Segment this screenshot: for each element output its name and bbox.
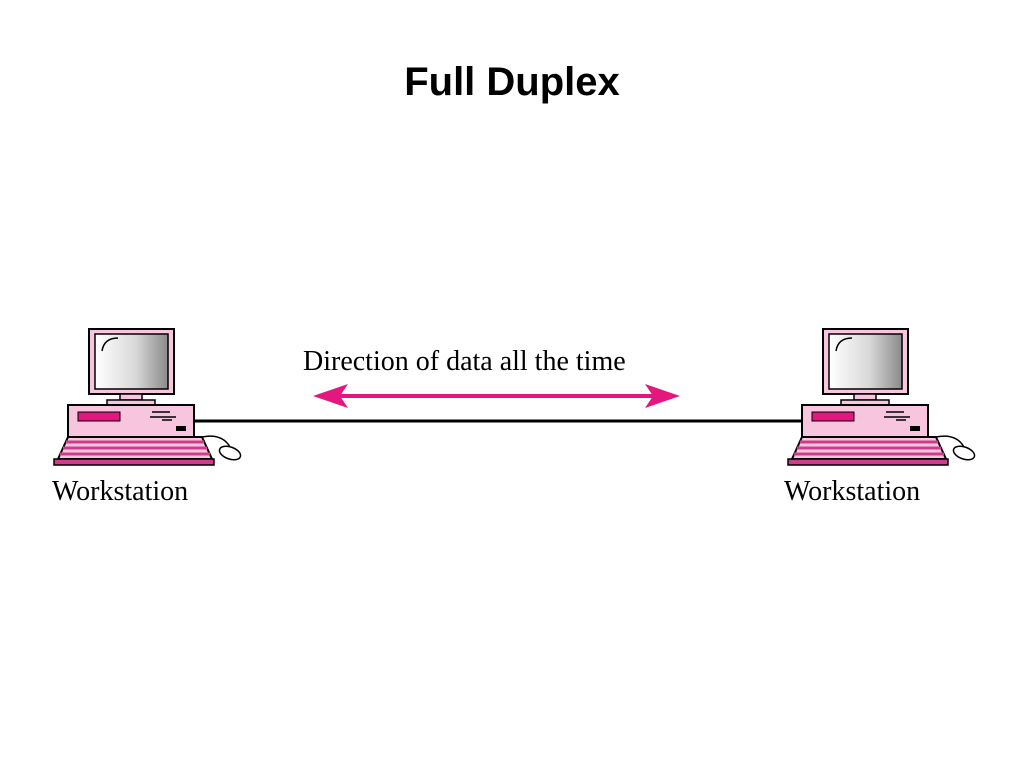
slide-title: Full Duplex: [404, 60, 620, 104]
workstation-left-icon: [52, 327, 244, 467]
workstation-left-label: Workstation: [52, 476, 189, 507]
bidirectional-arrow-icon: [313, 384, 680, 408]
direction-label: Direction of data all the time: [303, 346, 626, 377]
workstation-right-icon: [786, 327, 978, 467]
workstation-right-label: Workstation: [784, 476, 921, 507]
